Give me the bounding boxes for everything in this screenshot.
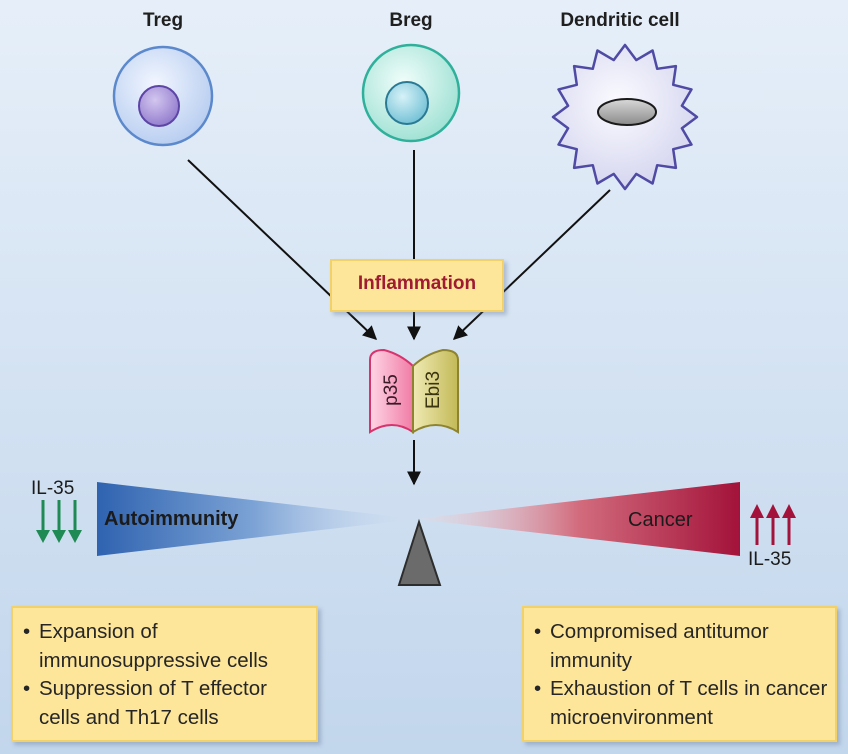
dendritic-cell-icon xyxy=(551,43,699,191)
autoimmunity-effects-list: Expansion of immunosuppressive cells Sup… xyxy=(23,618,313,732)
balance-scale xyxy=(97,482,740,586)
cancer-effects-list: Compromised antitumor immunity Exhaustio… xyxy=(534,618,829,732)
fulcrum-icon xyxy=(397,518,442,586)
cancer-effects-box: Compromised antitumor immunity Exhaustio… xyxy=(522,606,837,742)
ebi3-label: Ebi3 xyxy=(423,370,444,410)
breg-label: Breg xyxy=(389,10,433,31)
cancer-wedge xyxy=(416,482,740,556)
treg-cell-icon xyxy=(112,45,214,147)
down-arrow-icon xyxy=(36,500,82,543)
ebi3-subunit xyxy=(412,348,459,434)
autoimmunity-wedge xyxy=(97,482,416,556)
autoimmunity-effects-box: Expansion of immunosuppressive cells Sup… xyxy=(11,606,318,742)
breg-cell-icon xyxy=(361,43,461,143)
dendritic-cell-label: Dendritic cell xyxy=(560,10,680,31)
autoimmunity-label: Autoimmunity xyxy=(104,508,239,530)
list-item: Compromised antitumor immunity xyxy=(534,618,829,675)
dc-arrow xyxy=(452,189,611,340)
treg-arrow xyxy=(187,159,378,340)
up-arrow-icon xyxy=(750,504,796,545)
list-item: Exhaustion of T cells in cancer microenv… xyxy=(534,675,829,732)
p35-subunit xyxy=(369,348,414,434)
list-item: Suppression of T effector cells and Th17… xyxy=(23,675,313,732)
inflammation-box: Inflammation xyxy=(330,259,504,312)
list-item: Expansion of immunosuppressive cells xyxy=(23,618,313,675)
il35-right-label: IL-35 xyxy=(748,549,792,570)
il35-left-label: IL-35 xyxy=(31,478,75,499)
il35-heterodimer xyxy=(369,348,459,434)
cancer-label: Cancer xyxy=(628,509,693,531)
cell-to-p35-arrows xyxy=(187,150,611,486)
inflammation-label: Inflammation xyxy=(357,273,477,294)
p35-label: p35 xyxy=(381,374,402,406)
treg-label: Treg xyxy=(142,10,184,31)
